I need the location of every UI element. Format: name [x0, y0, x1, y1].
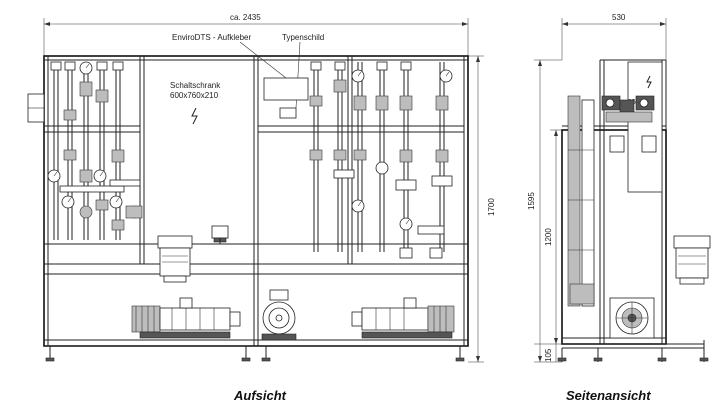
dosing-pump: [211, 225, 229, 244]
side-view: 530 1595 1200 105: [527, 13, 711, 403]
pump-side: [609, 297, 655, 339]
cabinet-label-line2: 600x760x210: [170, 91, 219, 100]
side-tubes: [567, 95, 595, 307]
lightning-bolt-icon: [191, 107, 198, 125]
front-height-label: 1700: [487, 198, 496, 216]
side-valves: [601, 95, 655, 123]
enviro-sticker: [263, 77, 309, 101]
lightning-bolt-icon: [646, 75, 652, 89]
sticker-area: EnviroDTS - Aufkleber Typenschild: [172, 33, 324, 119]
control-cabinet: Schaltschrank 600x760x210: [170, 81, 221, 125]
enviro-sticker-label: EnviroDTS - Aufkleber: [172, 33, 251, 42]
side-view-title: Seitenansicht: [566, 388, 651, 403]
dimension-overall-width: ca. 2435: [43, 13, 469, 56]
right-pipe-group: [309, 61, 453, 259]
cabinet-label-line1: Schaltschrank: [170, 81, 221, 90]
pump-center: [261, 289, 297, 341]
front-view: ca. 2435 1700: [27, 13, 496, 403]
side-cabinet: [627, 61, 663, 193]
pump-left: [131, 297, 241, 339]
left-pipe-group: [47, 61, 143, 240]
front-view-title: Aufsicht: [233, 388, 287, 403]
pump-right: [351, 297, 455, 339]
overall-width-label: ca. 2435: [230, 13, 261, 22]
side-cabinet-height-label: 1200: [544, 228, 553, 246]
side-width-label: 530: [612, 13, 626, 22]
dimension-front-height: 1700: [468, 55, 496, 363]
canister-side: [673, 235, 711, 285]
side-feet-height-label: 105: [544, 348, 553, 362]
front-feet: [45, 346, 465, 362]
type-plate: [279, 107, 297, 119]
type-plate-label: Typenschild: [282, 33, 324, 42]
dimension-side-heights: 1595 1200 105: [527, 59, 562, 363]
side-total-height-label: 1595: [527, 192, 536, 210]
dimension-side-width: 530: [561, 13, 667, 60]
canister-left: [157, 235, 193, 283]
